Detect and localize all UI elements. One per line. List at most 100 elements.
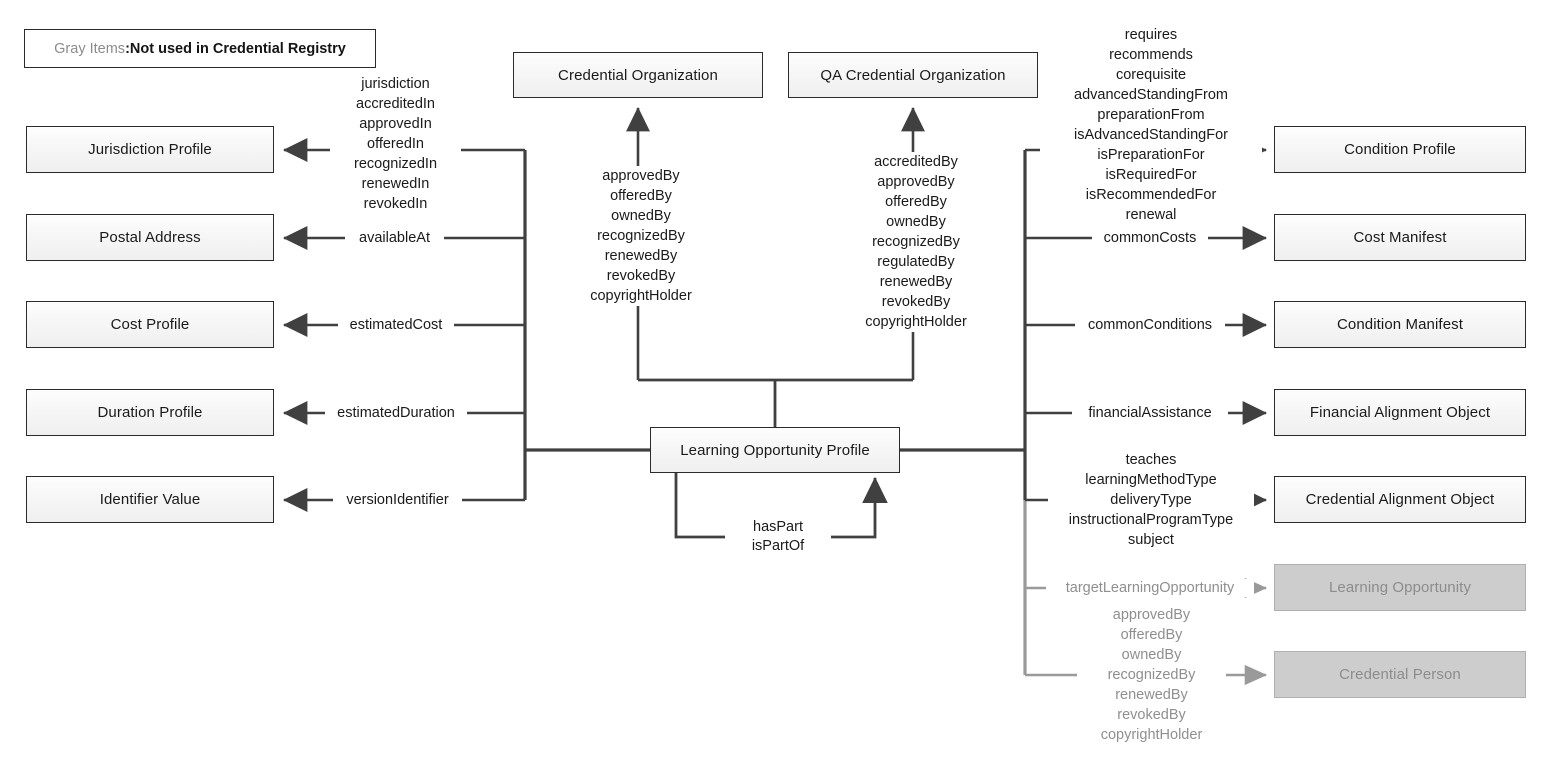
edge-label-cost-profile: estimatedCost: [338, 316, 454, 334]
edge-label-line: approvedBy: [602, 168, 680, 184]
edge-label-learning-opportunity: targetLearningOpportunity: [1046, 579, 1254, 597]
edge-label-line: recommends: [1109, 47, 1193, 63]
edge-label-line: accreditedBy: [874, 154, 958, 170]
edge-label-line: teaches: [1125, 452, 1177, 468]
edge-label-line: renewedBy: [879, 274, 953, 290]
node-label: Identifier Value: [99, 491, 201, 508]
legend-separator: :: [125, 40, 130, 57]
legend-box: Gray Items: Not used in Credential Regis…: [24, 29, 376, 68]
edge-label-line: estimatedDuration: [337, 405, 455, 421]
edge-label-line: isPreparationFor: [1097, 147, 1205, 163]
edge-label-line: isRecommendedFor: [1085, 187, 1217, 203]
node-label: Cost Manifest: [1353, 229, 1447, 246]
node-credential-organization[interactable]: Credential Organization: [513, 52, 763, 98]
edge-label-line: offeredIn: [367, 136, 424, 152]
edge-label-line: jurisdiction: [361, 76, 430, 92]
edge-label-line: commonConditions: [1087, 317, 1213, 333]
edge-label-line: ownedBy: [611, 208, 671, 224]
node-label: Condition Profile: [1344, 141, 1456, 158]
node-label: Credential Organization: [558, 66, 718, 84]
edge-label-identifier-value: versionIdentifier: [333, 491, 462, 509]
edge-label-line: deliveryType: [1110, 492, 1192, 508]
edge-label-line: revokedBy: [606, 268, 676, 284]
edge-label-line: approvedIn: [359, 116, 432, 132]
node-label: Credential Person: [1339, 666, 1461, 683]
edge-label-condition-manifest: commonConditions: [1075, 316, 1225, 334]
edge-label-line: isAdvancedStandingFor: [1074, 127, 1228, 143]
edge-label-line: subject: [1128, 532, 1174, 548]
node-jurisdiction-profile[interactable]: Jurisdiction Profile: [26, 126, 274, 173]
node-learning-opportunity-profile[interactable]: Learning Opportunity Profile: [650, 427, 900, 473]
node-cost-manifest[interactable]: Cost Manifest: [1274, 214, 1526, 261]
edge-label-line: revokedIn: [363, 196, 428, 212]
edge-label-line: isPartOf: [751, 538, 805, 554]
edge-label-credential-organization: approvedBy offeredBy ownedBy recognizedB…: [568, 166, 714, 306]
node-condition-manifest[interactable]: Condition Manifest: [1274, 301, 1526, 348]
node-qa-credential-organization[interactable]: QA Credential Organization: [788, 52, 1038, 98]
edge-label-line: approvedBy: [877, 174, 955, 190]
edge-label-line: renewedBy: [604, 248, 678, 264]
node-label: Duration Profile: [97, 404, 203, 421]
edge-label-cost-manifest: commonCosts: [1092, 229, 1208, 247]
legend-value: Not used in Credential Registry: [129, 40, 346, 57]
edge-label-line: recognizedIn: [353, 156, 438, 172]
edge-label-line: renewal: [1125, 207, 1177, 223]
node-cost-profile[interactable]: Cost Profile: [26, 301, 274, 348]
edge-label-self-loop: hasPart isPartOf: [725, 518, 831, 556]
edge-label-line: financialAssistance: [1088, 405, 1212, 421]
edge-label-line: revokedBy: [1117, 707, 1186, 723]
node-identifier-value[interactable]: Identifier Value: [26, 476, 274, 523]
node-label: Jurisdiction Profile: [88, 141, 212, 158]
edge-label-line: hasPart: [753, 519, 803, 535]
node-condition-profile[interactable]: Condition Profile: [1274, 126, 1526, 173]
node-label: Cost Profile: [110, 316, 190, 333]
node-credential-person[interactable]: Credential Person: [1274, 651, 1526, 698]
edge-label-line: approvedBy: [1112, 607, 1191, 623]
edge-label-line: preparationFrom: [1097, 107, 1205, 123]
edge-label-line: offeredBy: [885, 194, 947, 210]
edge-label-line: renewedIn: [361, 176, 430, 192]
edge-label-line: copyrightHolder: [590, 288, 692, 304]
node-label: Learning Opportunity Profile: [680, 441, 870, 459]
edge-label-line: availableAt: [359, 230, 430, 246]
edge-label-line: commonCosts: [1103, 230, 1197, 246]
edge-label-line: corequisite: [1115, 67, 1187, 83]
edge-label-line: copyrightHolder: [865, 314, 967, 330]
node-credential-alignment-object[interactable]: Credential Alignment Object: [1274, 476, 1526, 523]
node-label: Financial Alignment Object: [1309, 404, 1491, 421]
edge-label-line: estimatedCost: [349, 317, 443, 333]
node-financial-alignment-object[interactable]: Financial Alignment Object: [1274, 389, 1526, 436]
edge-label-line: recognizedBy: [872, 234, 960, 250]
edge-label-line: recognizedBy: [597, 228, 685, 244]
edge-label-duration-profile: estimatedDuration: [325, 404, 467, 422]
node-postal-address[interactable]: Postal Address: [26, 214, 274, 261]
edge-label-line: instructionalProgramType: [1068, 512, 1234, 528]
edge-label-line: versionIdentifier: [346, 492, 449, 508]
edge-label-credential-person: approvedBy offeredBy ownedBy recognizedB…: [1077, 605, 1226, 745]
edge-label-line: requires: [1124, 27, 1178, 43]
edge-label-line: offeredBy: [610, 188, 672, 204]
edge-label-line: ownedBy: [1121, 647, 1182, 663]
edge-label-line: targetLearningOpportunity: [1065, 580, 1235, 596]
node-label: Postal Address: [99, 229, 201, 246]
node-duration-profile[interactable]: Duration Profile: [26, 389, 274, 436]
node-label: QA Credential Organization: [820, 66, 1006, 84]
edge-label-line: revokedBy: [881, 294, 951, 310]
node-label: Learning Opportunity: [1328, 579, 1472, 596]
edge-label-line: learningMethodType: [1085, 472, 1217, 488]
edge-label-financial-alignment-object: financialAssistance: [1072, 404, 1228, 422]
edge-label-line: recognizedBy: [1107, 667, 1196, 683]
edge-label-line: isRequiredFor: [1105, 167, 1197, 183]
edge-label-line: regulatedBy: [877, 254, 955, 270]
edge-label-condition-profile: requires recommends corequisite advanced…: [1040, 25, 1262, 225]
edge-label-postal-address: availableAt: [345, 229, 444, 247]
node-label: Credential Alignment Object: [1305, 491, 1495, 508]
edge-label-line: renewedBy: [1115, 687, 1188, 703]
edge-label-line: advancedStandingFrom: [1074, 87, 1228, 103]
legend-key: Gray Items: [54, 40, 126, 57]
node-learning-opportunity[interactable]: Learning Opportunity: [1274, 564, 1526, 611]
edge-label-credential-alignment-object: teaches learningMethodType deliveryType …: [1048, 450, 1254, 550]
edge-label-line: ownedBy: [886, 214, 946, 230]
